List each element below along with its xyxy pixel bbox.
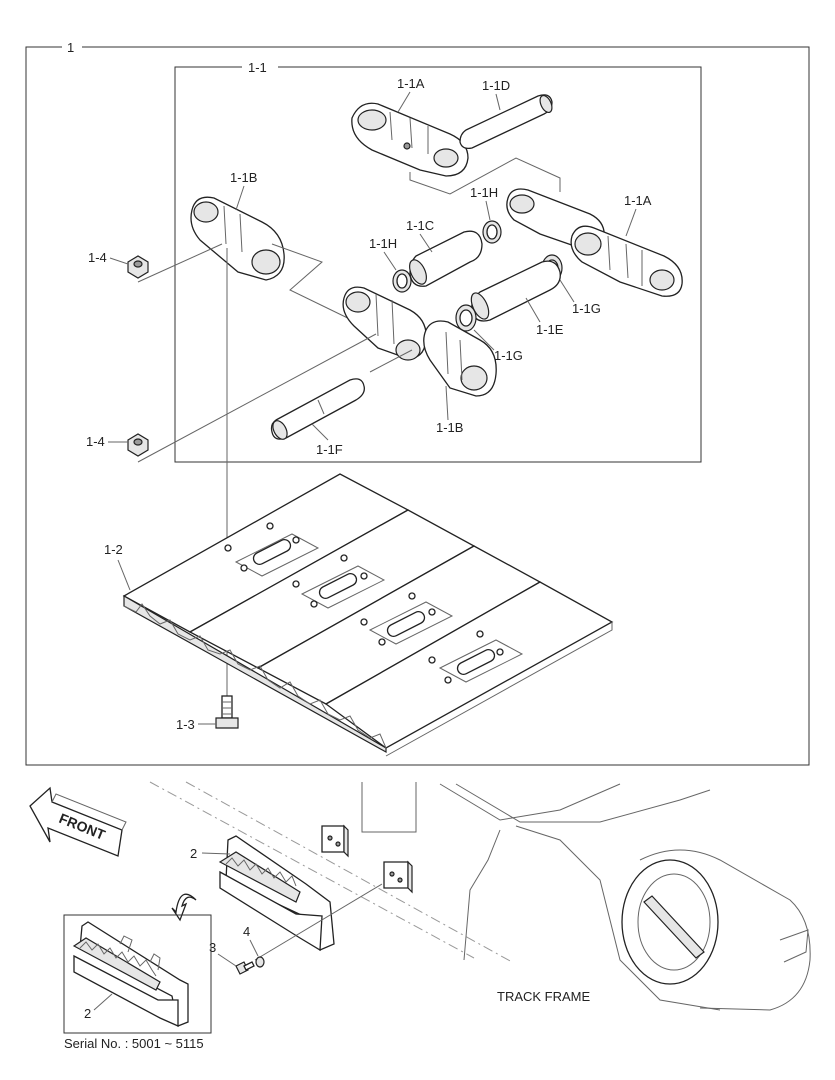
track-frame	[149, 781, 811, 1011]
pin-1-1d	[459, 94, 553, 150]
callout-1-1b-bottom: 1-1B	[436, 420, 463, 435]
callout-2-upper: 2	[190, 846, 197, 861]
nut-1-4-upper	[127, 255, 149, 279]
callout-1-4-lower: 1-4	[86, 434, 105, 449]
link-1-1b-bottom	[342, 286, 497, 397]
assembly-frame: 1	[25, 40, 810, 766]
link-1-1b-top	[190, 196, 285, 281]
washer-4	[255, 956, 265, 968]
callout-1-1a-right: 1-1A	[624, 193, 652, 208]
install-arrow	[171, 893, 197, 922]
seal-1-1h-left	[392, 269, 412, 293]
link-1-1a-right	[506, 188, 683, 297]
callout-1-1h-upper: 1-1H	[470, 185, 498, 200]
callout-1-1g-left: 1-1G	[494, 348, 523, 363]
bushing-1-1c	[409, 230, 483, 287]
callout-1-3: 1-3	[176, 717, 195, 732]
callout-1-1h-left: 1-1H	[369, 236, 397, 251]
seal-1-1h-upper	[482, 220, 502, 244]
callout-1-1a-top: 1-1A	[397, 76, 425, 91]
callout-1: 1	[67, 40, 74, 55]
front-arrow: FRONT	[29, 786, 127, 857]
nut-1-4-lower	[127, 433, 149, 457]
master-pin-1-1f	[270, 378, 365, 440]
bolt-1-3	[215, 695, 239, 729]
track-shoes-1-2	[122, 473, 614, 757]
callout-1-1: 1-1	[248, 60, 267, 75]
callout-1-1b-top: 1-1B	[230, 170, 257, 185]
callout-1-1g-right: 1-1G	[572, 301, 601, 316]
serial-note: Serial No. : 5001 ~ 5115	[64, 1036, 204, 1051]
callout-1-1c: 1-1C	[406, 218, 434, 233]
step-guard-2	[218, 835, 335, 952]
callout-1-2: 1-2	[104, 542, 123, 557]
callout-4: 4	[243, 924, 250, 939]
sub-assembly-frame: 1-1	[174, 60, 702, 463]
spacer-1-1g-left	[455, 304, 477, 332]
callout-1-4-upper: 1-4	[88, 250, 107, 265]
bushing-1-1e	[470, 260, 561, 322]
callout-2-inset: 2	[84, 1006, 91, 1021]
callout-1-1e: 1-1E	[536, 322, 564, 337]
inset-box	[63, 914, 212, 1034]
callout-1-1d: 1-1D	[482, 78, 510, 93]
callout-1-1f: 1-1F	[316, 442, 343, 457]
track-frame-label: TRACK FRAME	[497, 989, 591, 1004]
callout-3: 3	[209, 940, 216, 955]
link-1-1a-top	[351, 102, 469, 177]
bolt-3	[235, 961, 255, 975]
